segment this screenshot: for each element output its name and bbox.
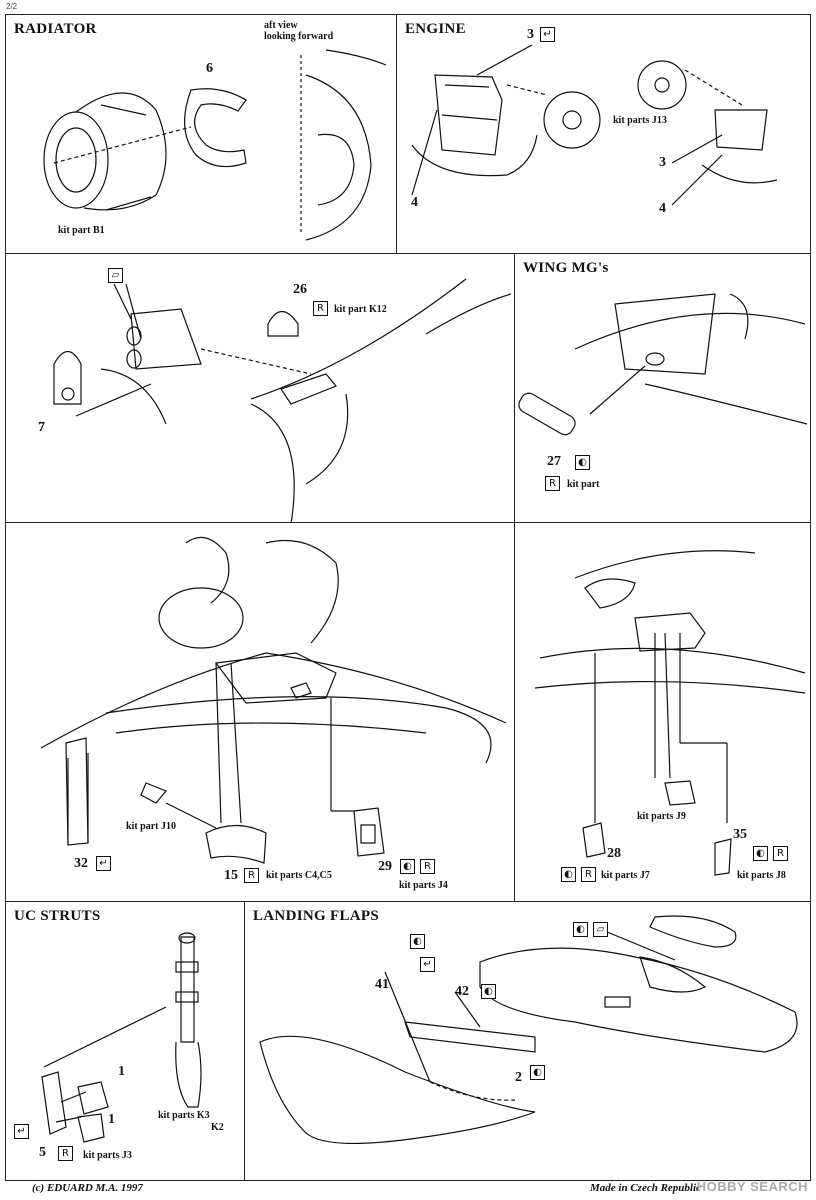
bend-icon-32: ↵ — [96, 856, 111, 871]
view-note: aft view looking forward — [264, 20, 334, 42]
kit-parts-c4c5-label: kit parts C4,C5 — [266, 870, 332, 881]
wheel-well-left-drawing — [40, 536, 507, 864]
half-etch-icon-35: ◐ — [753, 846, 768, 861]
kit-parts-j7-label: kit parts J7 — [601, 870, 650, 881]
engine-part-4a: 4 — [411, 195, 418, 210]
kit-parts-j13-label: kit parts J13 — [613, 115, 667, 126]
wheel-well-right-drawing — [534, 550, 806, 876]
part-26-label: 26 — [293, 282, 307, 297]
landing-flaps-panel: LANDING FLAPS ◐ ▱ ◐ ↵ 41 42 ◐ 2 ◐ — [244, 901, 811, 1181]
part-35-label: 35 — [733, 827, 747, 842]
fold-icon-flaps: ▱ — [593, 922, 608, 937]
half-etch-icon-42: ◐ — [481, 984, 496, 999]
part-42-label: 42 — [455, 984, 469, 999]
kit-parts-j4-label: kit parts J4 — [399, 880, 448, 891]
kit-part-b1-label: kit part B1 — [58, 225, 105, 236]
landing-flaps-drawing — [259, 915, 798, 1145]
remove-part-icon: R — [313, 301, 328, 316]
fold-icon: ▱ — [108, 268, 123, 283]
part-27-label: 27 — [547, 454, 561, 469]
remove-part-icon-wing: R — [545, 476, 560, 491]
engine-part-3a: 3 — [527, 27, 534, 42]
engine-title: ENGINE — [405, 21, 466, 37]
kit-parts-j9-label: kit parts J9 — [637, 811, 686, 822]
part-15-label: 15 — [224, 868, 238, 883]
uc-part-5: 5 — [39, 1145, 46, 1160]
radiator-drawing — [43, 49, 387, 241]
canopy-drawing — [53, 278, 512, 524]
half-etch-icon-28: ◐ — [561, 867, 576, 882]
bend-icon-uc: ↵ — [14, 1124, 29, 1139]
engine-drawing — [411, 44, 778, 206]
bend-icon: ↵ — [540, 27, 555, 42]
remove-part-icon-15: R — [244, 868, 259, 883]
wing-mgs-drawing — [518, 293, 808, 436]
remove-part-icon-29: R — [420, 859, 435, 874]
uc-part-1b: 1 — [108, 1112, 115, 1127]
uc-struts-title: UC STRUTS — [14, 908, 101, 924]
wheel-well-left-panel: kit part J10 32 ↵ 15 R kit parts C4,C5 2… — [5, 522, 515, 902]
part-6-label: 6 — [206, 61, 213, 76]
remove-part-icon-35: R — [773, 846, 788, 861]
uc-struts-panel: UC STRUTS 1 1 ↵ 5 R kit parts J3 kit par… — [5, 901, 245, 1181]
landing-flaps-title: LANDING FLAPS — [253, 908, 379, 924]
half-etch-icon-29: ◐ — [400, 859, 415, 874]
half-etch-icon: ◐ — [575, 455, 590, 470]
wing-mgs-panel: WING MG's 27 ◐ R kit part — [514, 253, 811, 523]
radiator-title: RADIATOR — [14, 21, 97, 37]
remove-part-icon-uc: R — [58, 1146, 73, 1161]
part-2-label: 2 — [515, 1070, 522, 1085]
engine-panel: ENGINE 3 ↵ 4 kit parts J13 3 4 — [396, 14, 811, 254]
part-7-label: 7 — [38, 420, 45, 435]
remove-part-icon-28: R — [581, 867, 596, 882]
part-28-label: 28 — [607, 846, 621, 861]
made-in-text: Made in Czech Republic — [590, 1182, 701, 1194]
kit-parts-k3-label: kit parts K3 — [158, 1110, 210, 1121]
page-number: 2/2 — [6, 2, 18, 11]
watermark-text: HOBBY SEARCH — [696, 1179, 808, 1194]
canopy-panel: ▱ 26 R kit part K12 7 — [5, 253, 515, 524]
part-32-label: 32 — [74, 856, 88, 871]
engine-part-3b: 3 — [659, 155, 666, 170]
bend-icon-flaps: ↵ — [420, 957, 435, 972]
half-etch-icon-flaps-b: ◐ — [410, 934, 425, 949]
copyright-text: (c) EDUARD M.A. 1997 — [32, 1182, 143, 1194]
wheel-well-right-panel: kit parts J9 28 ◐ R kit parts J7 35 ◐ R … — [514, 522, 811, 902]
kit-parts-j8-label: kit parts J8 — [737, 870, 786, 881]
part-41-label: 41 — [375, 977, 389, 992]
radiator-panel: RADIATOR aft view looking forward 6 kit … — [5, 14, 397, 254]
uc-part-1a: 1 — [118, 1064, 125, 1079]
part-29-label: 29 — [378, 859, 392, 874]
wing-kit-part-label: kit part — [567, 479, 600, 490]
kit-parts-j3-label: kit parts J3 — [83, 1150, 132, 1161]
engine-part-4b: 4 — [659, 201, 666, 216]
kit-part-j10-label: kit part J10 — [126, 821, 176, 832]
wing-mgs-title: WING MG's — [523, 260, 609, 276]
half-etch-icon-flaps-a: ◐ — [573, 922, 588, 937]
uc-struts-drawing — [41, 932, 202, 1143]
kit-parts-k2-label: K2 — [211, 1122, 224, 1133]
kit-part-k12-label: kit part K12 — [334, 304, 387, 315]
half-etch-icon-2: ◐ — [530, 1065, 545, 1080]
